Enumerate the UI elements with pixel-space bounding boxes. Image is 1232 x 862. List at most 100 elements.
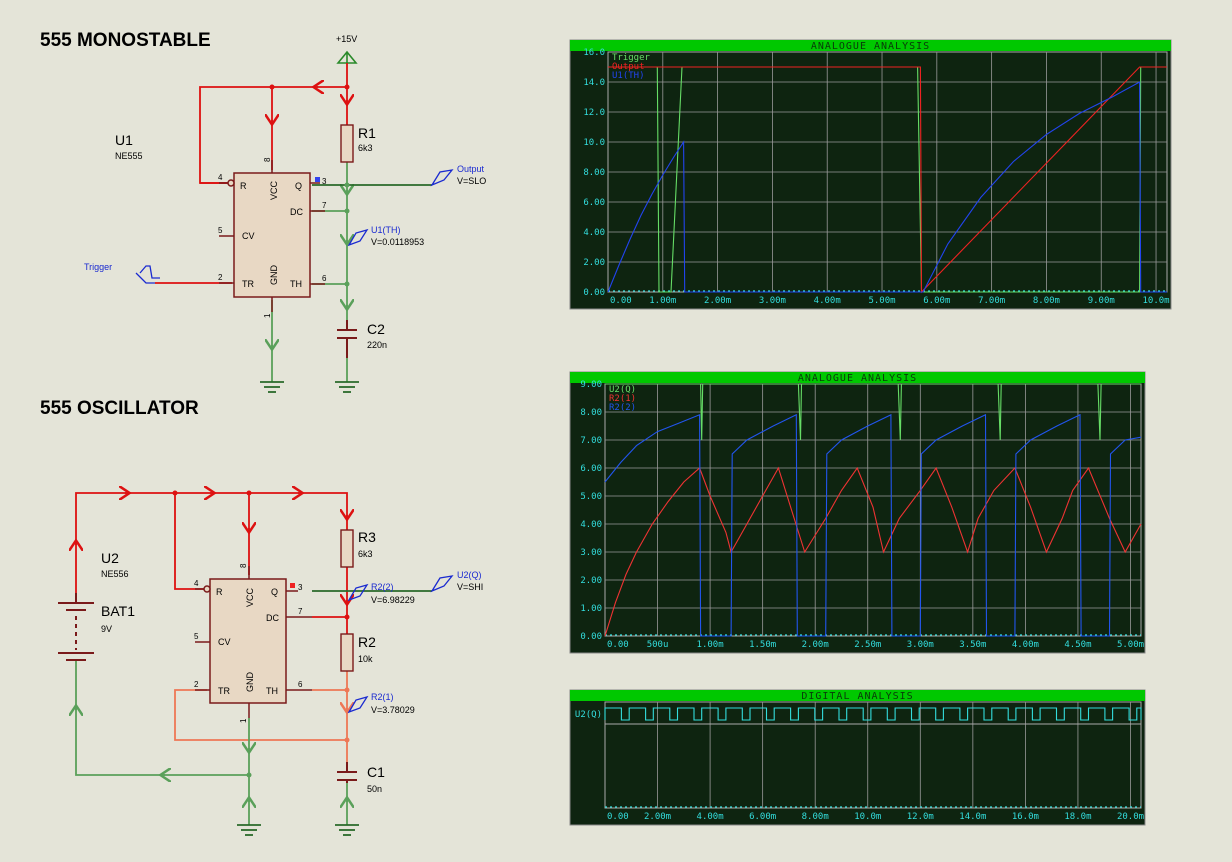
- u2-pin-tr: TR: [218, 686, 230, 696]
- bat1-ref: BAT1: [101, 603, 135, 619]
- ground-icon: [260, 381, 359, 393]
- x-tick-label: 4.00m: [814, 296, 841, 306]
- r1-ref: R1: [358, 125, 376, 141]
- u2-pin-n7: 7: [298, 607, 303, 616]
- oscillator-circuit: 555 OSCILLATOR: [40, 398, 483, 836]
- x-tick-label: 3.00m: [759, 296, 786, 306]
- y-tick-label: 2.00: [580, 576, 602, 586]
- y-tick-label: 9.00: [580, 380, 602, 390]
- u2-pin-cv: CV: [218, 637, 231, 647]
- r2-2-probe-value: V=6.98229: [371, 595, 415, 605]
- series-line: [608, 66, 1167, 294]
- bat1-value: 9V: [101, 624, 112, 634]
- graph-frame: [569, 39, 1172, 310]
- u1-pin-n6: 6: [322, 274, 327, 283]
- legend-entry: R2(2): [609, 403, 636, 413]
- r2-value: 10k: [358, 654, 373, 664]
- r2-1-probe-value: V=3.78029: [371, 705, 415, 715]
- battery-icon[interactable]: [58, 593, 94, 661]
- u1-part: NE555: [115, 151, 143, 161]
- u2q-probe-name: U2(Q): [457, 570, 482, 580]
- u1-ref: U1: [115, 132, 133, 148]
- x-tick-label: 10.0m: [854, 812, 881, 822]
- u1-pin-n5: 5: [218, 226, 223, 235]
- graph-title: DIGITAL ANALYSIS: [801, 691, 913, 702]
- supply-label: +15V: [336, 34, 357, 44]
- trigger-generator-icon[interactable]: [135, 265, 160, 284]
- x-tick-label: 8.00m: [1033, 296, 1060, 306]
- x-tick-label: 1.00m: [697, 640, 724, 650]
- x-tick-label: 14.0m: [959, 812, 986, 822]
- legend-entry: U1(TH): [612, 71, 645, 81]
- x-tick-label: 18.0m: [1064, 812, 1091, 822]
- y-tick-label: 14.0: [583, 78, 605, 88]
- c1-capacitor[interactable]: [337, 762, 357, 783]
- r1-value: 6k3: [358, 143, 373, 153]
- supply-terminal-icon[interactable]: [336, 50, 358, 64]
- r2-1-probe-icon[interactable]: [347, 695, 369, 714]
- output-probe-value: V=SLO: [457, 176, 486, 186]
- x-tick-label: 6.00m: [923, 296, 950, 306]
- y-tick-label: 6.00: [580, 464, 602, 474]
- x-tick-label: 500u: [647, 640, 669, 650]
- u1-pin-dc: DC: [290, 207, 303, 217]
- graph-frame: [569, 371, 1146, 654]
- u2-pin-th: TH: [266, 686, 278, 696]
- y-tick-label: 5.00: [580, 492, 602, 502]
- monostable-title: 555 MONOSTABLE: [40, 30, 211, 51]
- graph-title-bar: [570, 372, 1145, 383]
- x-tick-label: 0.00: [610, 296, 632, 306]
- u1-pin-r: R: [240, 181, 247, 191]
- ground-icon: [237, 824, 359, 836]
- x-tick-label: 0.00: [607, 812, 629, 822]
- y-tick-label: 10.0: [583, 138, 605, 148]
- r1-resistor[interactable]: [340, 124, 354, 163]
- supply-wires[interactable]: [76, 493, 347, 634]
- x-tick-label: 5.00m: [1117, 640, 1144, 650]
- th-probe-icon[interactable]: [347, 228, 369, 247]
- digital-trace: [604, 707, 1142, 721]
- x-tick-label: 4.00m: [697, 812, 724, 822]
- u1-pin-n4: 4: [218, 173, 223, 182]
- series-line: [605, 383, 1141, 441]
- trigger-label: Trigger: [84, 262, 112, 272]
- y-tick-label: 2.00: [583, 258, 605, 268]
- trace-label: U2(Q): [575, 710, 602, 720]
- ground-wires[interactable]: [76, 660, 347, 825]
- x-tick-label: 20.0m: [1117, 812, 1144, 822]
- r2-ref: R2: [358, 634, 376, 650]
- r3-ref: R3: [358, 529, 376, 545]
- r2-resistor[interactable]: [340, 633, 354, 672]
- output-probe-icon[interactable]: [430, 169, 454, 187]
- x-tick-label: 16.0m: [1012, 812, 1039, 822]
- graph-title-bar: [570, 690, 1145, 701]
- u1-pin-gnd: GND: [269, 265, 279, 286]
- r3-resistor[interactable]: [340, 529, 354, 568]
- x-tick-label: 8.00m: [802, 812, 829, 822]
- r2-2-probe-name: R2(2): [371, 582, 394, 592]
- c1-ref: C1: [367, 764, 385, 780]
- u2-pin-n2: 2: [194, 680, 199, 689]
- c2-value: 220n: [367, 340, 387, 350]
- x-tick-label: 10.0m: [1142, 296, 1169, 306]
- u2-part: NE556: [101, 569, 129, 579]
- r2-2-probe-icon[interactable]: [347, 583, 369, 602]
- u2-pin-n6: 6: [298, 680, 303, 689]
- timing-wires[interactable]: [174, 671, 347, 762]
- u2-chip[interactable]: [209, 578, 287, 704]
- x-tick-label: 2.00m: [644, 812, 671, 822]
- legend-entry: R2(1): [609, 394, 636, 404]
- x-tick-label: 5.00m: [868, 296, 895, 306]
- series-line: [607, 81, 1167, 293]
- x-tick-label: 7.00m: [978, 296, 1005, 306]
- y-tick-label: 0.00: [583, 288, 605, 298]
- graph-title-bar: [570, 40, 1171, 51]
- c1-value: 50n: [367, 784, 382, 794]
- u2q-probe-icon[interactable]: [430, 575, 454, 593]
- output-probe-name: Output: [457, 164, 485, 174]
- monostable-circuit: 555 MONOSTABLE +15V: [40, 30, 486, 393]
- c2-capacitor[interactable]: [337, 320, 357, 358]
